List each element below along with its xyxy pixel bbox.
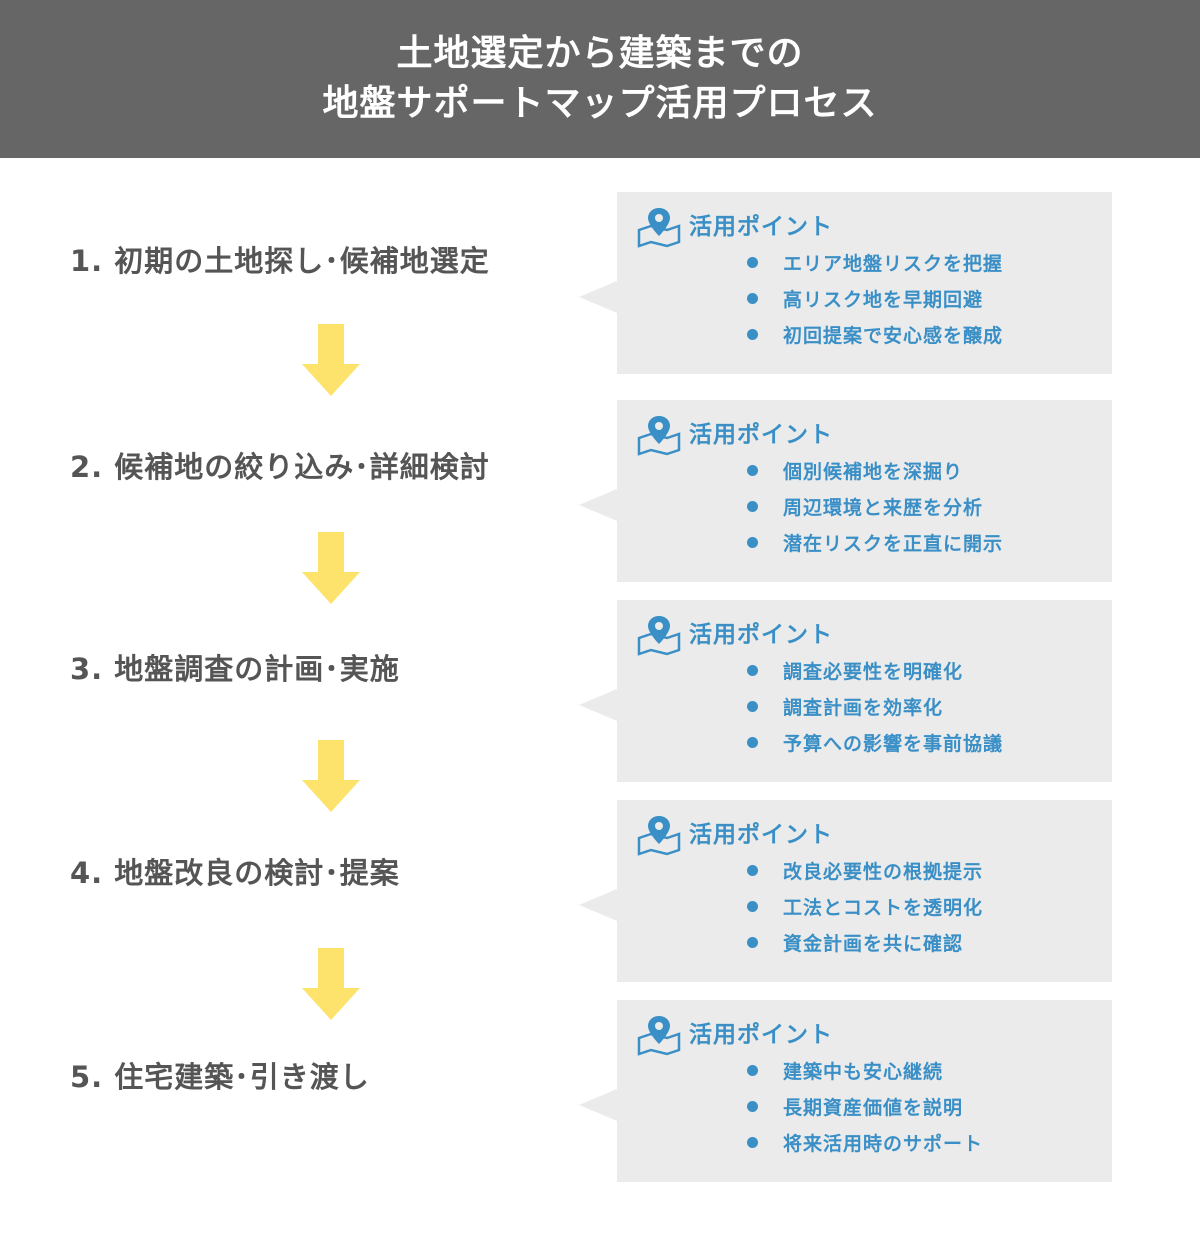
point-text: 将来活用時のサポート (783, 1132, 984, 1155)
bullet-dot-icon (747, 292, 758, 304)
map-pin-icon (637, 616, 681, 656)
card-pointer (579, 889, 617, 921)
step-5-title: 5. 住宅建築･引き渡し (70, 1060, 370, 1094)
map-pin-icon (637, 1016, 681, 1056)
page-title-line-1: 土地選定から建築までの (396, 33, 804, 74)
card-header: 活用ポイント (637, 206, 833, 248)
map-pin-icon (637, 416, 681, 456)
card-pointer (579, 689, 617, 721)
point-list: 個別候補地を深掘り 周辺環境と来歴を分析 潜在リスクを正直に開示 (747, 452, 1003, 560)
page-header: 土地選定から建築までの 地盤サポートマップ活用プロセス (0, 0, 1200, 158)
bullet-dot-icon (747, 1064, 758, 1076)
bullet-dot-icon (747, 736, 758, 748)
step-3-title: 3. 地盤調査の計画･実施 (70, 652, 400, 686)
list-item: 潜在リスクを正直に開示 (747, 524, 1003, 560)
list-item: エリア地盤リスクを把握 (747, 244, 1003, 280)
card-label: 活用ポイント (689, 822, 833, 848)
card-label: 活用ポイント (689, 214, 833, 240)
point-text: 初回提案で安心感を醸成 (783, 324, 1004, 347)
bullet-dot-icon (747, 1100, 758, 1112)
down-arrow-icon (302, 532, 360, 604)
list-item: 調査計画を効率化 (747, 688, 1003, 724)
list-item: 調査必要性を明確化 (747, 652, 1003, 688)
point-text: 調査計画を効率化 (783, 696, 944, 719)
list-item: 工法とコストを透明化 (747, 888, 983, 924)
list-item: 建築中も安心継続 (747, 1052, 983, 1088)
card-label: 活用ポイント (689, 1022, 833, 1048)
card-pointer (579, 489, 617, 521)
down-arrow-icon (302, 948, 360, 1020)
bullet-dot-icon (747, 536, 758, 548)
bullet-dot-icon (747, 864, 758, 876)
card-label: 活用ポイント (689, 622, 833, 648)
bullet-dot-icon (747, 328, 758, 340)
card-pointer (579, 281, 617, 313)
point-text: 資金計画を共に確認 (783, 932, 964, 955)
point-text: 長期資産価値を説明 (783, 1096, 964, 1119)
step-4-title: 4. 地盤改良の検討･提案 (70, 856, 400, 890)
list-item: 周辺環境と来歴を分析 (747, 488, 1003, 524)
bullet-dot-icon (747, 1136, 758, 1148)
list-item: 個別候補地を深掘り (747, 452, 1003, 488)
point-list: 調査必要性を明確化 調査計画を効率化 予算への影響を事前協議 (747, 652, 1003, 760)
point-text: 高リスク地を早期回避 (783, 288, 984, 311)
card-header: 活用ポイント (637, 414, 833, 456)
point-text: 周辺環境と来歴を分析 (783, 496, 984, 519)
point-text: 調査必要性を明確化 (783, 660, 964, 683)
list-item: 予算への影響を事前協議 (747, 724, 1003, 760)
card-header: 活用ポイント (637, 814, 833, 856)
bullet-dot-icon (747, 500, 758, 512)
card-header: 活用ポイント (637, 614, 833, 656)
step-1-title: 1. 初期の土地探し･候補地選定 (70, 244, 490, 278)
page-title-line-2: 地盤サポートマップ活用プロセス (322, 83, 878, 124)
down-arrow-icon (302, 324, 360, 396)
point-text: 潜在リスクを正直に開示 (783, 532, 1004, 555)
point-text: 工法とコストを透明化 (783, 896, 984, 919)
step-4-point-card: 活用ポイント 改良必要性の根拠提示 工法とコストを透明化 資金計画を共に確認 (579, 800, 1112, 982)
point-text: 予算への影響を事前協議 (783, 732, 1004, 755)
step-3-point-card: 活用ポイント 調査必要性を明確化 調査計画を効率化 予算への影響を事前協議 (579, 600, 1112, 782)
point-text: 改良必要性の根拠提示 (783, 860, 984, 883)
bullet-dot-icon (747, 900, 758, 912)
list-item: 長期資産価値を説明 (747, 1088, 983, 1124)
step-2-point-card: 活用ポイント 個別候補地を深掘り 周辺環境と来歴を分析 潜在リスクを正直に開示 (579, 400, 1112, 582)
point-text: 個別候補地を深掘り (783, 460, 964, 483)
step-2-title: 2. 候補地の絞り込み･詳細検討 (70, 450, 490, 484)
step-5-point-card: 活用ポイント 建築中も安心継続 長期資産価値を説明 将来活用時のサポート (579, 1000, 1112, 1182)
map-pin-icon (637, 208, 681, 248)
point-list: 改良必要性の根拠提示 工法とコストを透明化 資金計画を共に確認 (747, 852, 983, 960)
point-list: エリア地盤リスクを把握 高リスク地を早期回避 初回提案で安心感を醸成 (747, 244, 1003, 352)
list-item: 資金計画を共に確認 (747, 924, 983, 960)
list-item: 高リスク地を早期回避 (747, 280, 1003, 316)
list-item: 初回提案で安心感を醸成 (747, 316, 1003, 352)
card-label: 活用ポイント (689, 422, 833, 448)
map-pin-icon (637, 816, 681, 856)
bullet-dot-icon (747, 936, 758, 948)
card-header: 活用ポイント (637, 1014, 833, 1056)
point-list: 建築中も安心継続 長期資産価値を説明 将来活用時のサポート (747, 1052, 983, 1160)
point-text: エリア地盤リスクを把握 (783, 252, 1004, 275)
step-1-point-card: 活用ポイント エリア地盤リスクを把握 高リスク地を早期回避 初回提案で安心感を醸… (579, 192, 1112, 374)
bullet-dot-icon (747, 256, 758, 268)
point-text: 建築中も安心継続 (783, 1060, 944, 1083)
list-item: 将来活用時のサポート (747, 1124, 983, 1160)
down-arrow-icon (302, 740, 360, 812)
bullet-dot-icon (747, 700, 758, 712)
bullet-dot-icon (747, 664, 758, 676)
card-pointer (579, 1089, 617, 1121)
bullet-dot-icon (747, 464, 758, 476)
list-item: 改良必要性の根拠提示 (747, 852, 983, 888)
